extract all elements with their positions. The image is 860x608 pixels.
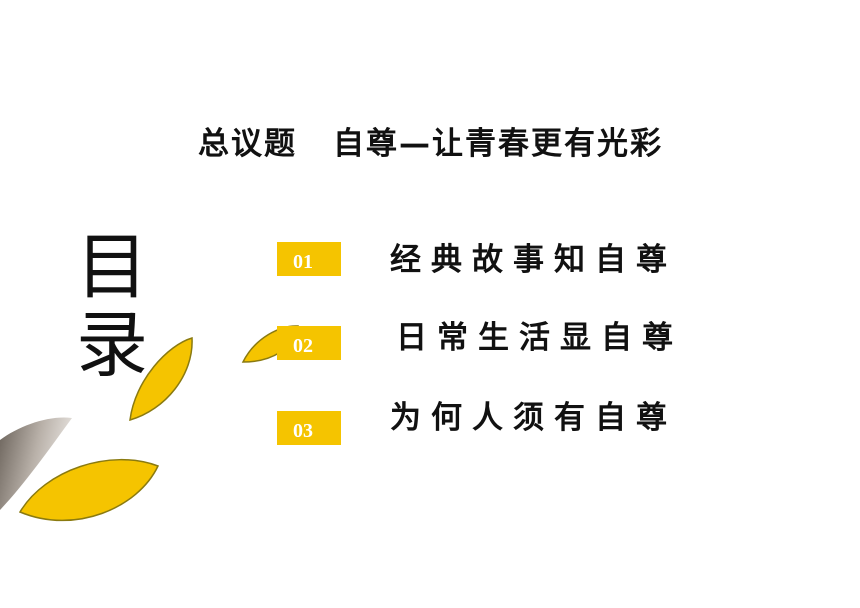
toc-item-3-label: 为何人须有自尊	[390, 400, 677, 436]
toc-item-2-label: 日常生活显自尊	[396, 320, 683, 356]
toc-item-1-label: 经典故事知自尊	[390, 242, 677, 278]
toc-heading: 目 录	[76, 228, 156, 384]
toc-item-3-badge: 03	[277, 411, 341, 445]
toc-item-3-number: 03	[293, 420, 313, 442]
toc-item-2-badge: 02	[277, 326, 341, 360]
toc-item-1-number: 01	[293, 251, 313, 273]
yellow-leaf-large	[18, 458, 160, 522]
toc-heading-char-2: 录	[76, 303, 149, 387]
title-prefix: 总议题	[198, 126, 297, 162]
toc-item-1-badge: 01	[277, 242, 341, 276]
yellow-leaf-mid	[129, 337, 193, 422]
toc-item-2-number: 02	[293, 335, 313, 357]
title-main: 自尊—让青春更有光彩	[333, 126, 663, 162]
toc-item-2[interactable]: 日常生活显自尊	[396, 312, 683, 357]
toc-item-1[interactable]: 经典故事知自尊	[390, 234, 677, 279]
toc-heading-char-1: 目	[76, 225, 149, 309]
toc-item-3[interactable]: 为何人须有自尊	[390, 392, 677, 437]
slide-title: 总议题自尊—让青春更有光彩	[198, 118, 663, 163]
grey-leaf-shape	[0, 417, 72, 510]
